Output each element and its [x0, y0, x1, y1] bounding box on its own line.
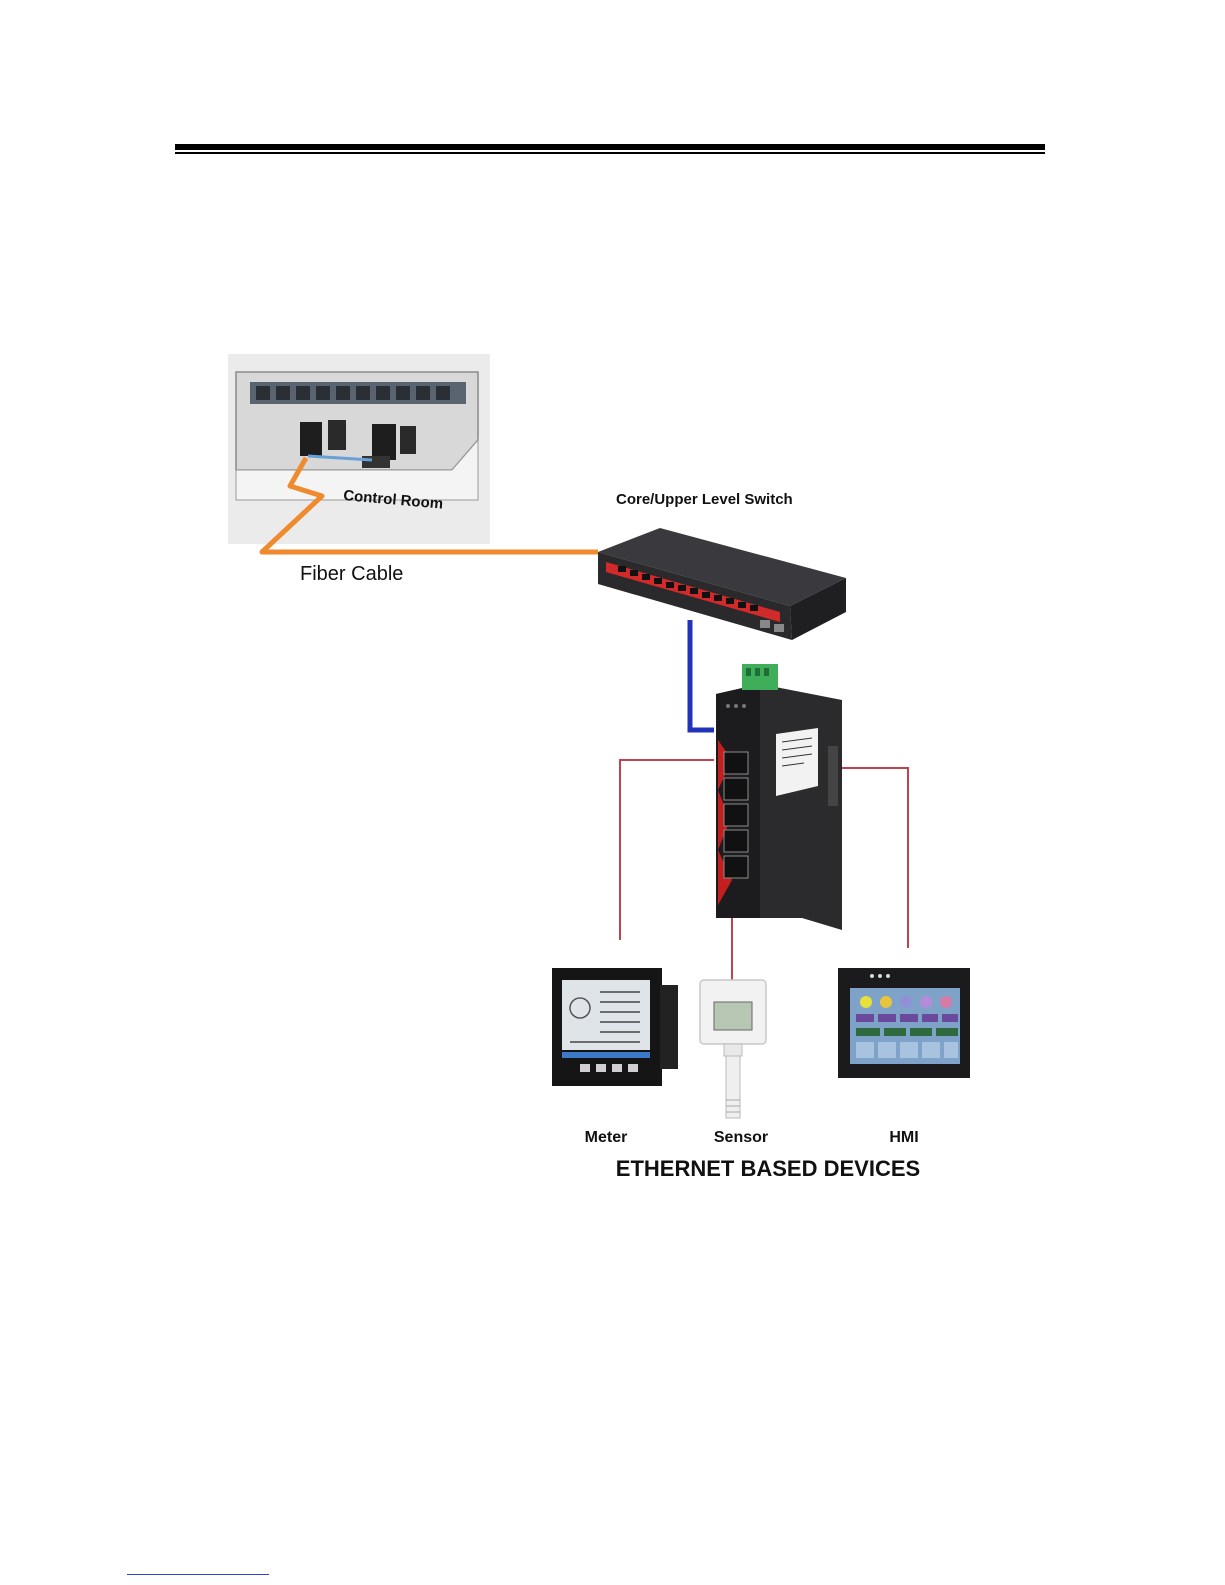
uplink-cable-line [690, 620, 714, 730]
device-label-sensor: Sensor [714, 1129, 768, 1146]
meter-device [552, 968, 678, 1086]
fiber-cable-label: Fiber Cable [300, 563, 403, 585]
core-switch [598, 528, 846, 640]
control-room-illustration: Control Room [228, 354, 490, 544]
device-label-meter: Meter [585, 1129, 628, 1146]
core-switch-label: Core/Upper Level Switch [616, 491, 793, 508]
hmi-link-line [842, 768, 908, 948]
hmi-device [838, 968, 970, 1078]
meter-link-line [620, 760, 714, 940]
footer-line [127, 1574, 269, 1575]
sensor-device [700, 980, 766, 1118]
industrial-switch [716, 664, 842, 930]
device-label-hmi: HMI [889, 1129, 918, 1146]
industrial-switch-ports [724, 752, 748, 878]
devices-caption: ETHERNET BASED DEVICES [616, 1156, 920, 1181]
